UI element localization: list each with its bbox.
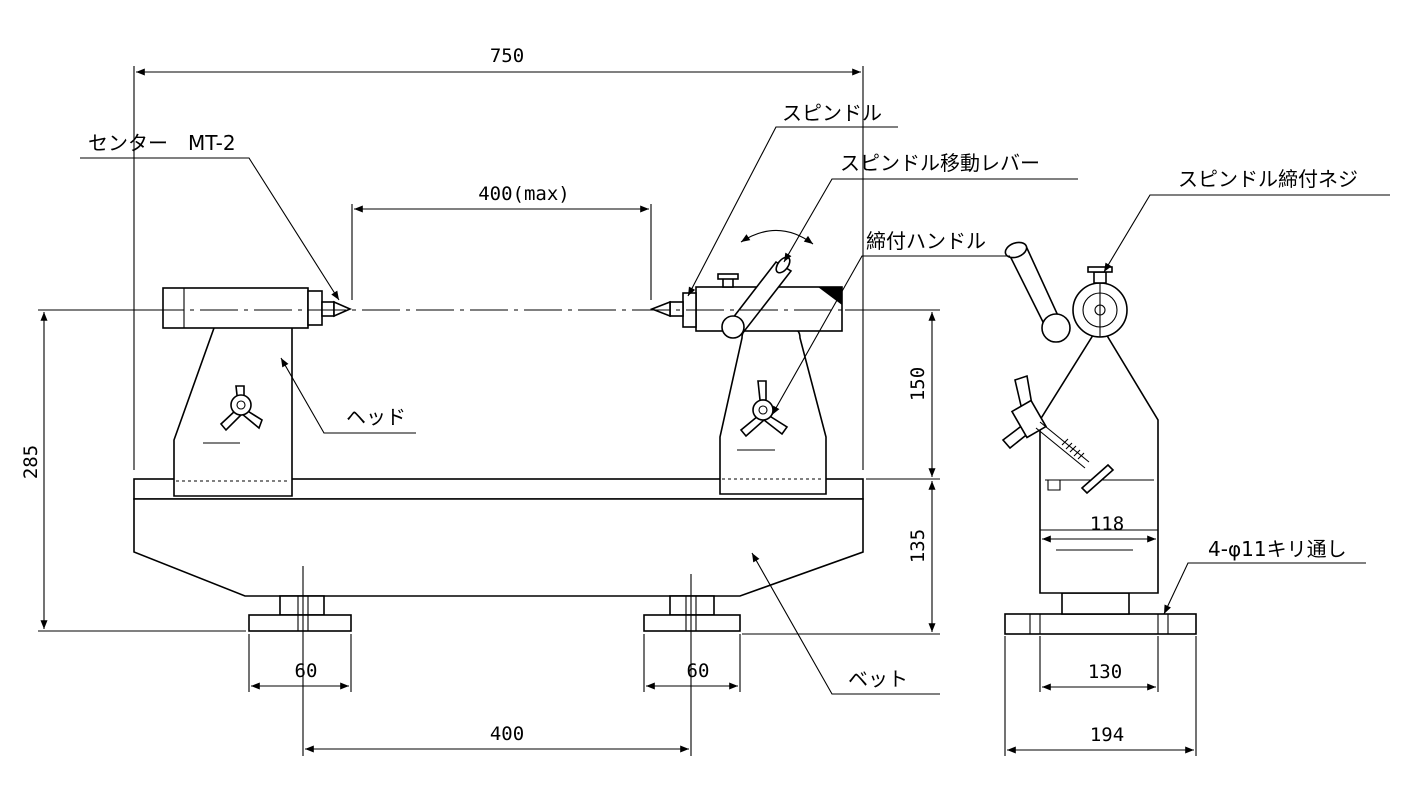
callout-labels: センター MT-2 スピンドル スピンドル移動レバー スピンドル締付ネジ 締付ハ…	[88, 101, 1358, 691]
front-view	[38, 229, 940, 632]
label-bed: ベット	[848, 667, 908, 691]
dimension-values: 750 400(max) 285 150 135 60 60 400 118 1…	[20, 45, 1124, 746]
dim-135: 135	[907, 529, 929, 563]
dim-750: 750	[490, 45, 524, 67]
bed-body	[133, 498, 864, 597]
dim-foot-right: 60	[687, 660, 710, 682]
side-column	[1039, 322, 1159, 594]
label-clamp-handle: 締付ハンドル	[866, 229, 986, 253]
dim-foot-left: 60	[295, 660, 318, 682]
label-head: ヘッド	[346, 405, 406, 429]
left-foot	[248, 595, 352, 632]
side-base-plate	[1004, 613, 1197, 635]
label-holes: 4-φ11キリ通し	[1208, 537, 1347, 561]
label-spindle-screw: スピンドル締付ネジ	[1178, 167, 1358, 191]
lever-rotation-arrow-icon	[740, 229, 814, 245]
dim-194: 194	[1090, 724, 1124, 746]
dimension-lines	[38, 66, 1197, 756]
side-clamp-handle-icon	[1001, 374, 1115, 495]
leader-lines	[80, 126, 1390, 695]
head-stock	[162, 287, 352, 497]
head-clamp-handle-icon	[219, 385, 263, 432]
right-foot	[643, 595, 741, 632]
side-view	[1001, 241, 1197, 635]
dim-foot-pitch: 400	[490, 723, 524, 745]
label-center: センター MT-2	[88, 131, 236, 155]
dim-118: 118	[1090, 513, 1124, 535]
dim-130: 130	[1088, 661, 1122, 683]
dim-285: 285	[20, 445, 42, 479]
tail-clamp-handle-icon	[739, 380, 789, 438]
label-spindle: スピンドル	[782, 101, 882, 125]
dim-400-max: 400(max)	[478, 183, 570, 205]
tail-stock	[649, 256, 843, 495]
dim-150: 150	[907, 367, 929, 401]
label-spindle-lever: スピンドル移動レバー	[840, 151, 1040, 175]
